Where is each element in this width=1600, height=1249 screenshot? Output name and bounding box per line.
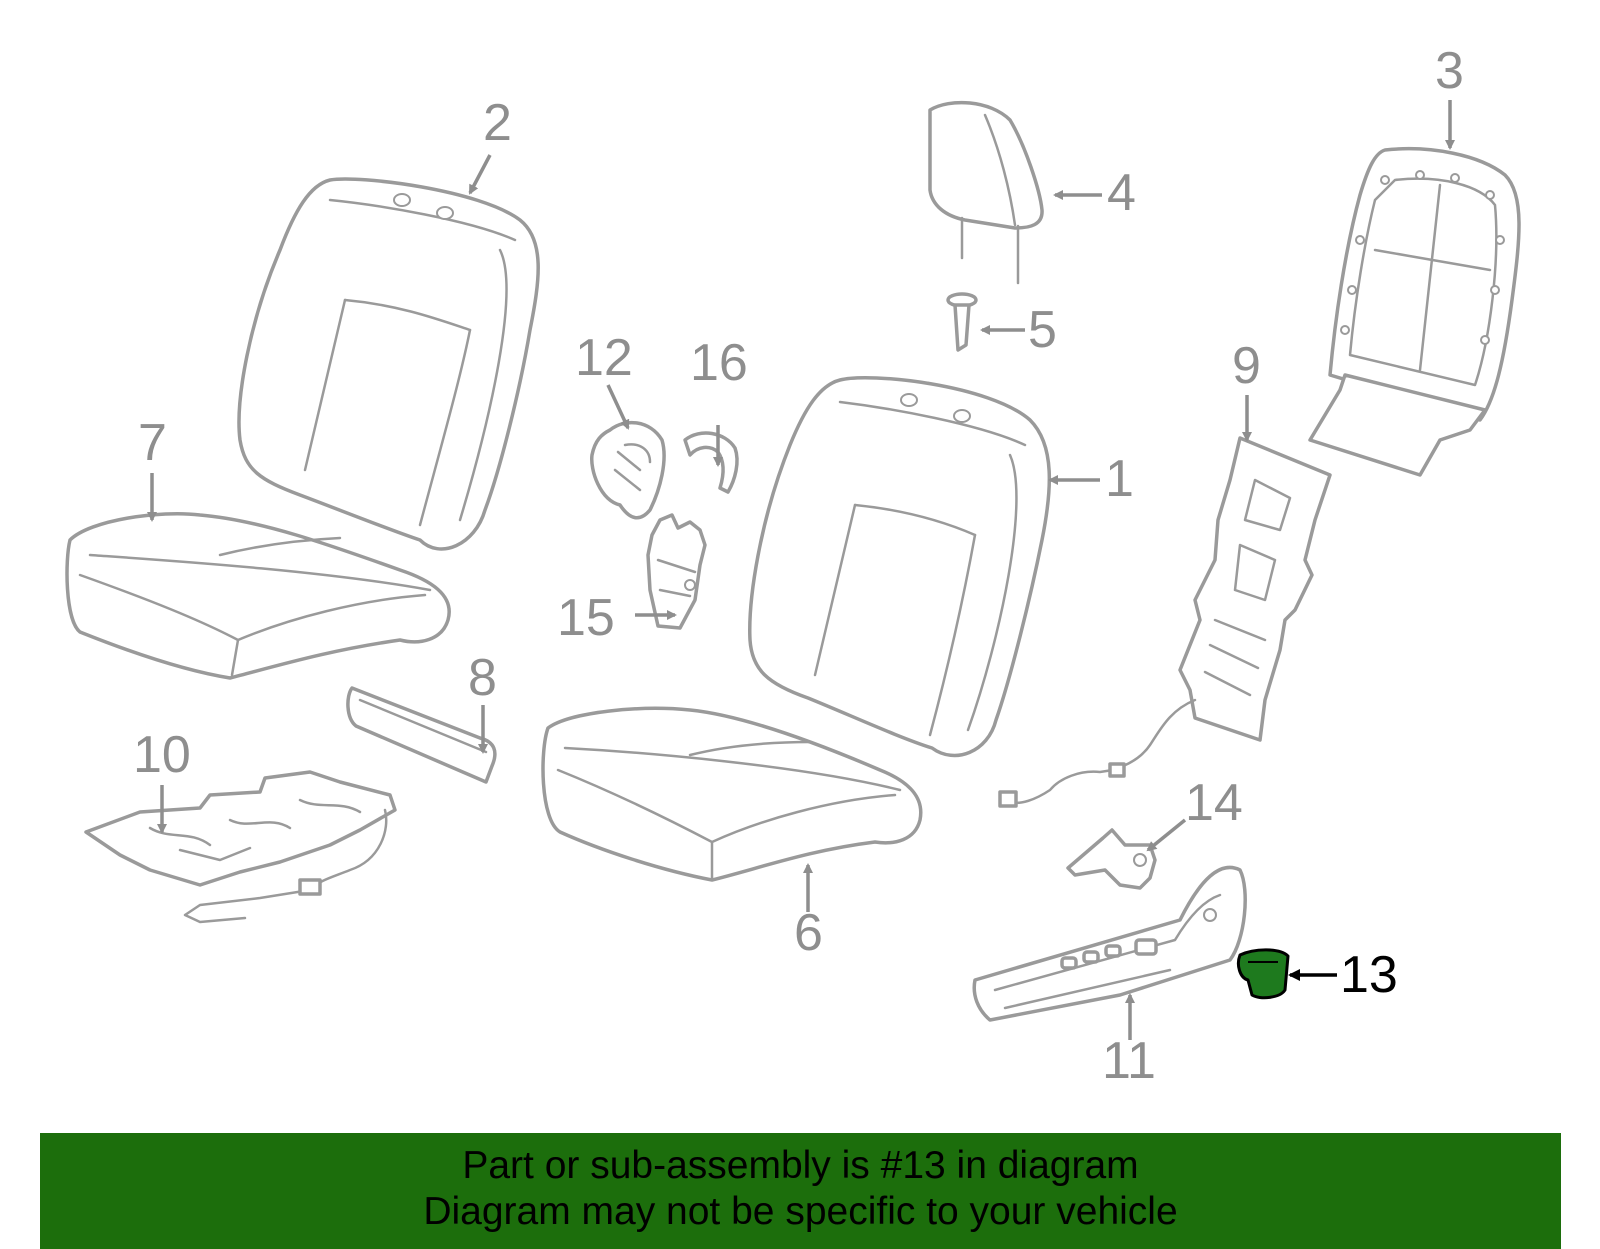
callout-7: 7 xyxy=(138,414,167,472)
part-10-seat-heater-mat xyxy=(84,770,397,924)
parts-diagram: 1 2 3 4 5 6 7 8 9 10 11 12 13 14 15 16 xyxy=(65,42,1521,1090)
part-11-side-trim xyxy=(972,865,1247,1022)
callout-10: 10 xyxy=(133,726,191,784)
callout-14: 14 xyxy=(1185,774,1243,832)
leader-lines xyxy=(147,100,1455,1040)
callout-9: 9 xyxy=(1232,337,1261,395)
callout-13[interactable]: 13 xyxy=(1340,946,1398,1004)
callout-12: 12 xyxy=(575,329,633,387)
part-9-seat-heater-mat xyxy=(998,436,1332,808)
callout-3: 3 xyxy=(1435,42,1464,100)
callout-labels: 1 2 3 4 5 6 7 8 9 10 11 12 13 14 15 16 xyxy=(133,42,1464,1090)
part-14-bracket xyxy=(1066,828,1157,890)
part-1-seat-back-cover xyxy=(748,375,1052,758)
callout-15: 15 xyxy=(557,589,615,647)
callout-5: 5 xyxy=(1028,301,1057,359)
banner-line-1: Part or sub-assembly is #13 in diagram xyxy=(462,1144,1139,1187)
banner-line-2: Diagram may not be specific to your vehi… xyxy=(423,1190,1178,1233)
part-15-bracket xyxy=(646,513,707,630)
callout-6: 6 xyxy=(794,904,823,962)
info-banner: Part or sub-assembly is #13 in diagram D… xyxy=(40,1133,1561,1249)
part-5-headrest-guide xyxy=(946,292,978,352)
part-3-seat-back-frame xyxy=(1308,146,1521,477)
callout-1: 1 xyxy=(1105,450,1134,508)
part-16-clip xyxy=(683,431,739,494)
part-7-seat-cushion-cover xyxy=(65,511,451,680)
callout-8: 8 xyxy=(468,649,497,707)
part-6-seat-cushion-cover xyxy=(541,706,923,882)
callout-16: 16 xyxy=(690,334,748,392)
part-12-trim-cover xyxy=(590,420,666,520)
callout-11: 11 xyxy=(1102,1032,1156,1090)
part-2-seat-back-cover xyxy=(237,177,540,551)
callout-2: 2 xyxy=(483,94,512,152)
part-13-switch-knob[interactable] xyxy=(1236,948,1290,1000)
callout-4: 4 xyxy=(1107,164,1136,222)
part-4-headrest xyxy=(928,100,1044,285)
part-8-trim-strip xyxy=(346,686,497,784)
